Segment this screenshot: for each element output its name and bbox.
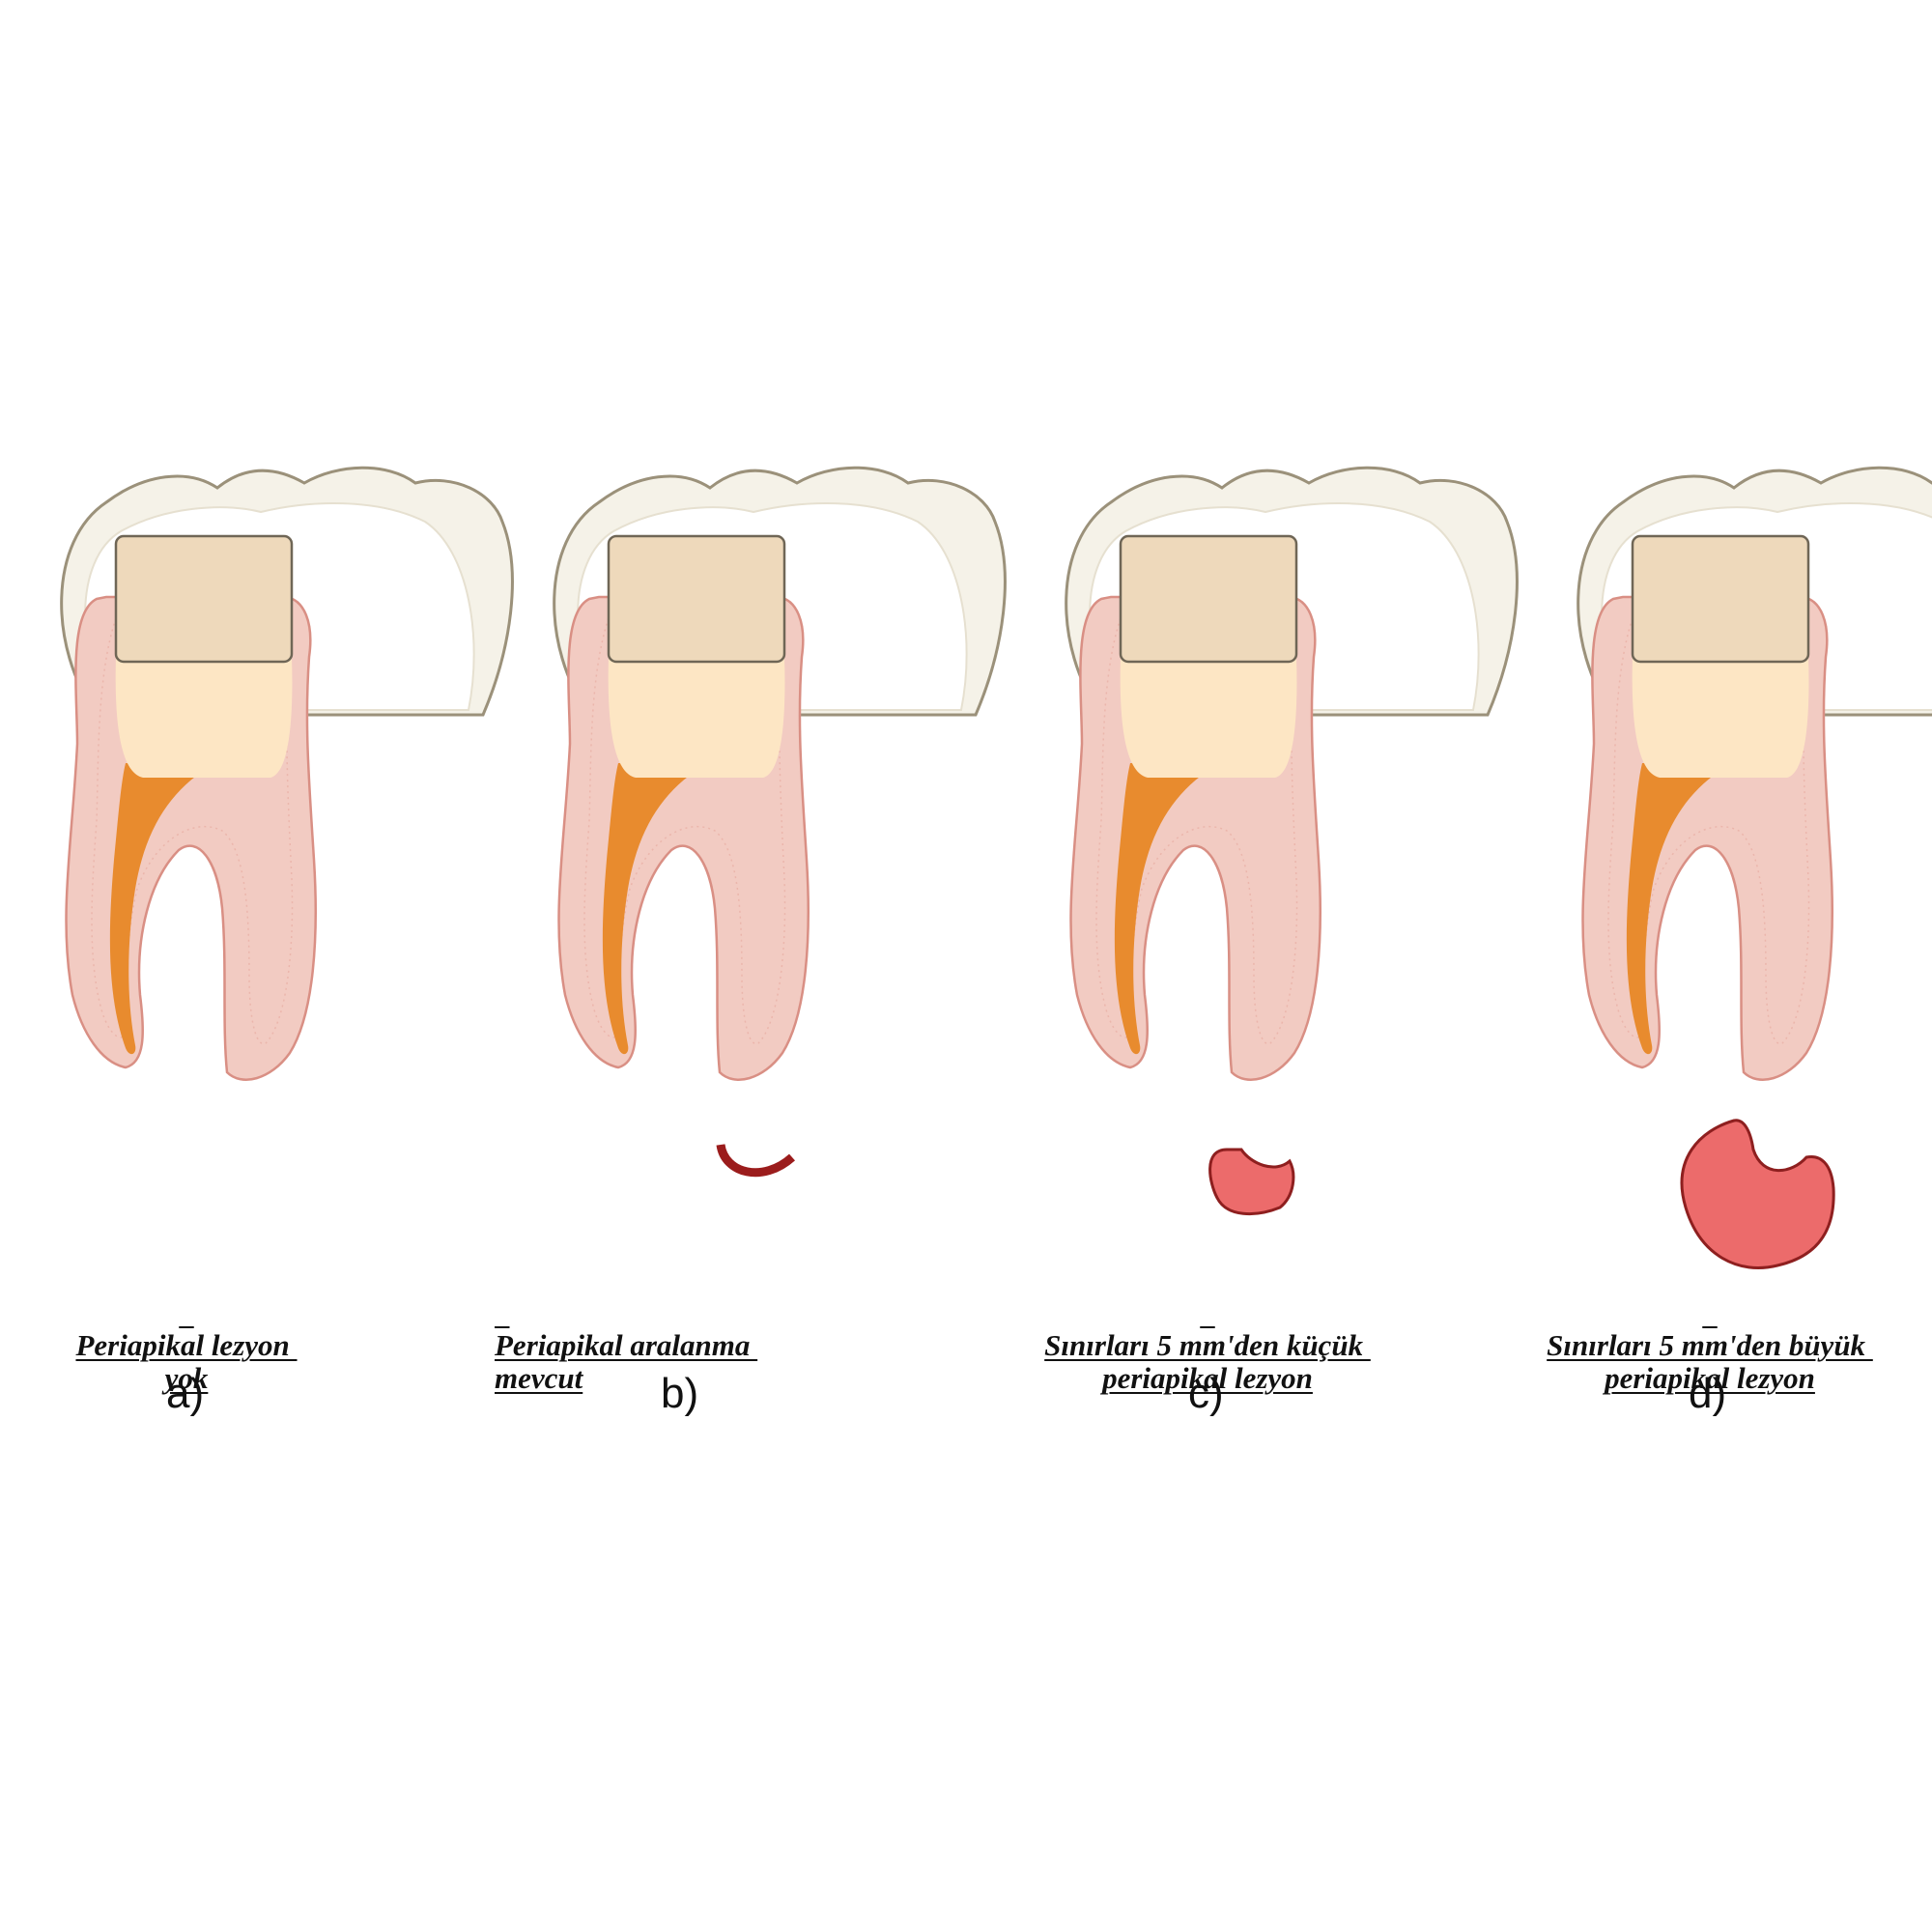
label-a: a) <box>166 1370 205 1417</box>
caption-a: Periapikal lezyon yok <box>75 1328 298 1395</box>
label-b: b) <box>661 1370 699 1417</box>
panel-c <box>1065 466 1519 1216</box>
panel-d <box>1577 466 1932 1269</box>
caption-b: Periapikal aralanma mevcut <box>495 1328 758 1395</box>
caption-c: Sınırları 5 mm'den küçük periapikal lezy… <box>1044 1328 1371 1395</box>
panel-b <box>553 466 1007 1178</box>
label-c: c) <box>1188 1370 1224 1417</box>
label-d: d) <box>1689 1370 1727 1417</box>
periapical-widening <box>716 1143 796 1178</box>
panel-a <box>60 466 514 1082</box>
periapical-lesion-large <box>1680 1119 1835 1269</box>
caption-d: Sınırları 5 mm'den büyük periapikal lezy… <box>1547 1328 1873 1395</box>
periapical-lesion-small <box>1208 1148 1295 1216</box>
